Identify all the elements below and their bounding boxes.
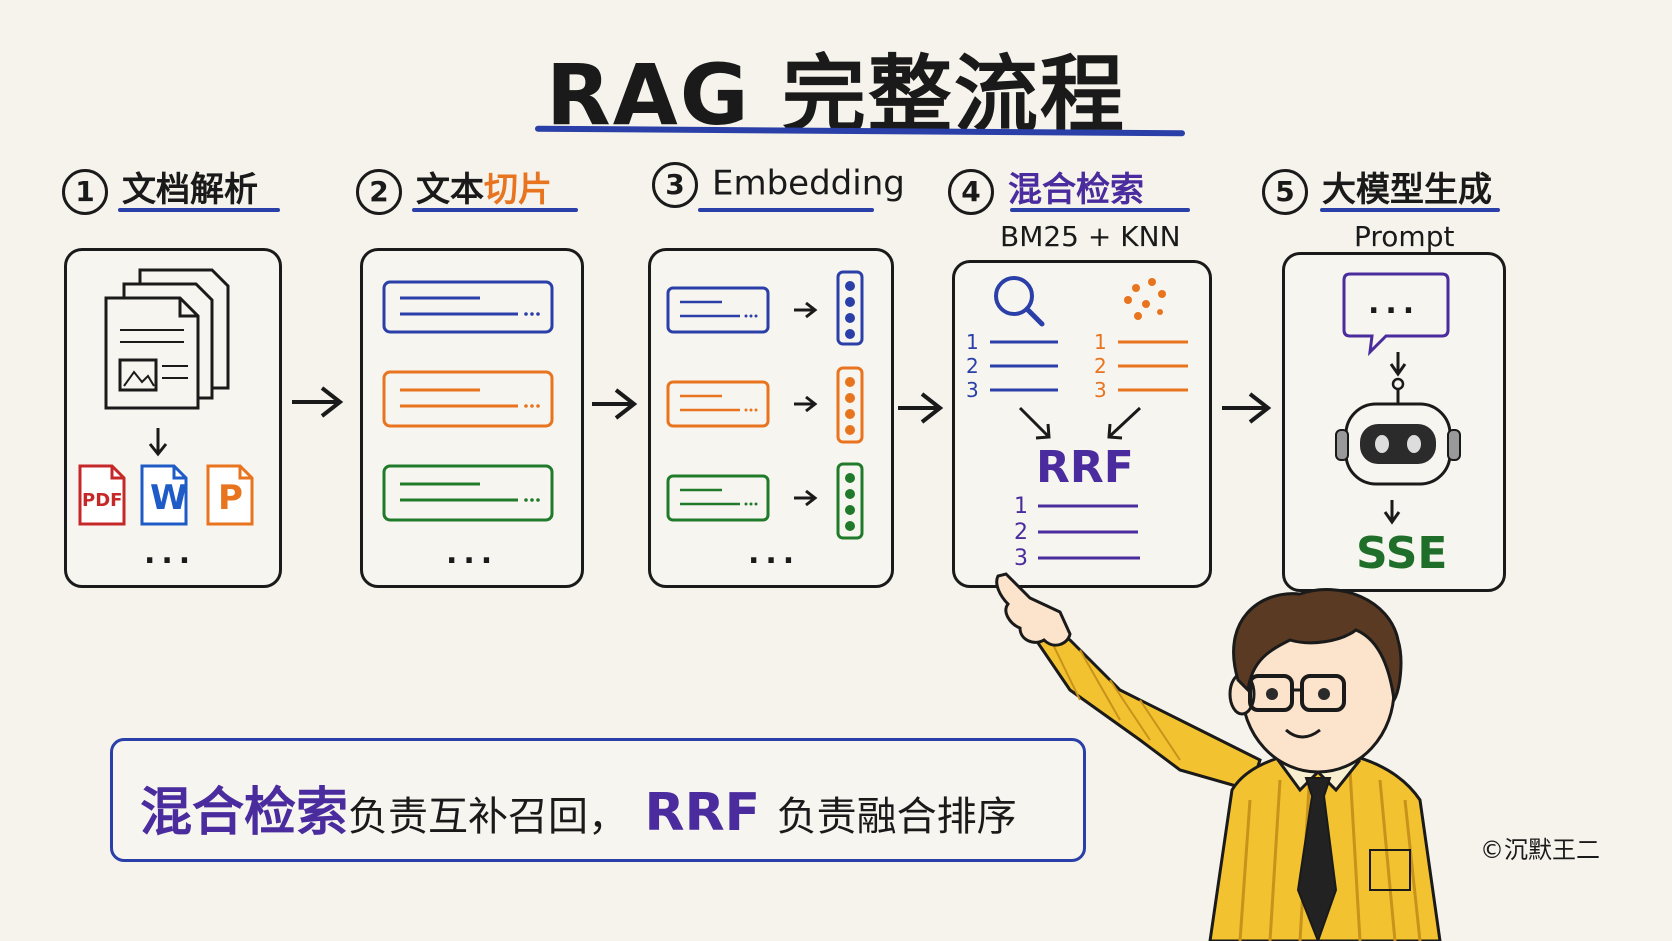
word-label: W — [150, 478, 188, 518]
knn-rank-numbers: 1 2 3 — [1094, 330, 1107, 402]
rank-3: 3 — [1094, 378, 1107, 402]
word-file-icon — [140, 464, 188, 526]
rank-3: 3 — [966, 378, 979, 402]
footer-text-fusion: 负责融合排序 — [776, 794, 1017, 840]
step-3-ellipsis: ... — [748, 536, 801, 571]
rank-2: 2 — [966, 354, 979, 378]
robot-icon — [1335, 377, 1461, 486]
bm25-result-lines — [990, 340, 1058, 392]
embed-row-blue — [666, 270, 864, 346]
step-4-number: 4 — [948, 168, 994, 215]
step-5-box — [1282, 252, 1506, 592]
step-4-label: 混合检索 — [1008, 170, 1144, 210]
step-1-header: 1 文档解析 — [62, 162, 258, 215]
footer-text: 混合检索负责互补召回， RRF 负责融合排序 — [140, 770, 1017, 845]
embed-row-green — [666, 462, 864, 540]
flow-arrow-3-4 — [898, 392, 944, 424]
step-2-underline — [412, 208, 578, 212]
rrf-rank-numbers: 1 2 3 — [1014, 494, 1028, 572]
footer-highlight-hybrid: 混合检索 — [140, 783, 349, 843]
down-arrow-robot-sse — [1383, 500, 1401, 525]
step-1-ellipsis: ... — [144, 536, 197, 571]
step-5-subtitle: Prompt — [1354, 220, 1455, 253]
step-3-number: 3 — [652, 162, 698, 208]
footer-highlight-rrf: RRF — [644, 783, 761, 843]
author-credit: ©沉默王二 — [1480, 836, 1600, 864]
search-icon — [994, 276, 1045, 327]
footer-text-recall: 负责互补召回， — [348, 794, 629, 840]
knn-result-lines — [1118, 340, 1188, 392]
step-3-header: 3 Embedding — [652, 162, 905, 208]
rank-1: 1 — [1094, 330, 1107, 354]
flow-arrow-4-5 — [1222, 392, 1272, 424]
rank-1: 1 — [1014, 494, 1028, 519]
rrf-result-lines — [1038, 504, 1140, 560]
vector-dots-icon — [1124, 278, 1166, 320]
pdf-label: PDF — [82, 490, 123, 511]
chunk-orange — [382, 370, 554, 428]
rank-3: 3 — [1014, 546, 1028, 571]
step-1-underline — [118, 208, 280, 212]
step-2-header: 2 文本切片 — [356, 162, 552, 215]
footer-callout — [110, 738, 1086, 862]
step-1-number: 1 — [62, 168, 108, 215]
rank-2: 2 — [1094, 354, 1107, 378]
chunk-green — [382, 464, 554, 522]
pdf-file-icon — [78, 464, 126, 526]
step-5-label: 大模型生成 — [1322, 170, 1492, 210]
step-2-number: 2 — [356, 168, 402, 215]
bm25-rank-numbers: 1 2 3 — [966, 330, 979, 402]
sse-label: SSE — [1356, 528, 1448, 579]
step-4-underline — [1010, 208, 1190, 212]
rank-1: 1 — [966, 330, 979, 354]
flow-arrow-2-3 — [592, 388, 638, 420]
step-4-header: 4 混合检索 — [948, 162, 1144, 215]
step-1-label: 文档解析 — [122, 170, 258, 210]
step-5-underline — [1320, 208, 1500, 212]
chat-bubble-icon — [1342, 272, 1450, 357]
step-3-label: Embedding — [712, 163, 905, 204]
rank-2: 2 — [1014, 520, 1028, 545]
rrf-label: RRF — [1036, 442, 1134, 493]
step-5-number: 5 — [1262, 168, 1308, 215]
step-2-label-b: 切片 — [484, 170, 552, 210]
flow-arrow-1-2 — [292, 386, 344, 418]
chat-bubble-text: ... — [1368, 286, 1421, 321]
step-4-subtitle: BM25 + KNN — [1000, 220, 1181, 253]
step-2-label-a: 文本 — [416, 170, 484, 210]
pointing-presenter-illustration — [995, 572, 1442, 941]
step-5-header: 5 大模型生成 — [1262, 162, 1492, 215]
step-3-underline — [698, 208, 874, 212]
document-stack-icon — [104, 268, 230, 410]
step-2-ellipsis: ... — [446, 536, 499, 571]
chunk-blue — [382, 280, 554, 334]
merge-arrows — [1018, 406, 1142, 440]
down-arrow-step1 — [148, 428, 168, 457]
embed-row-orange — [666, 366, 864, 444]
ppt-file-icon — [206, 464, 254, 526]
ppt-label: P — [218, 478, 243, 518]
down-arrow-chat-robot — [1389, 352, 1407, 377]
